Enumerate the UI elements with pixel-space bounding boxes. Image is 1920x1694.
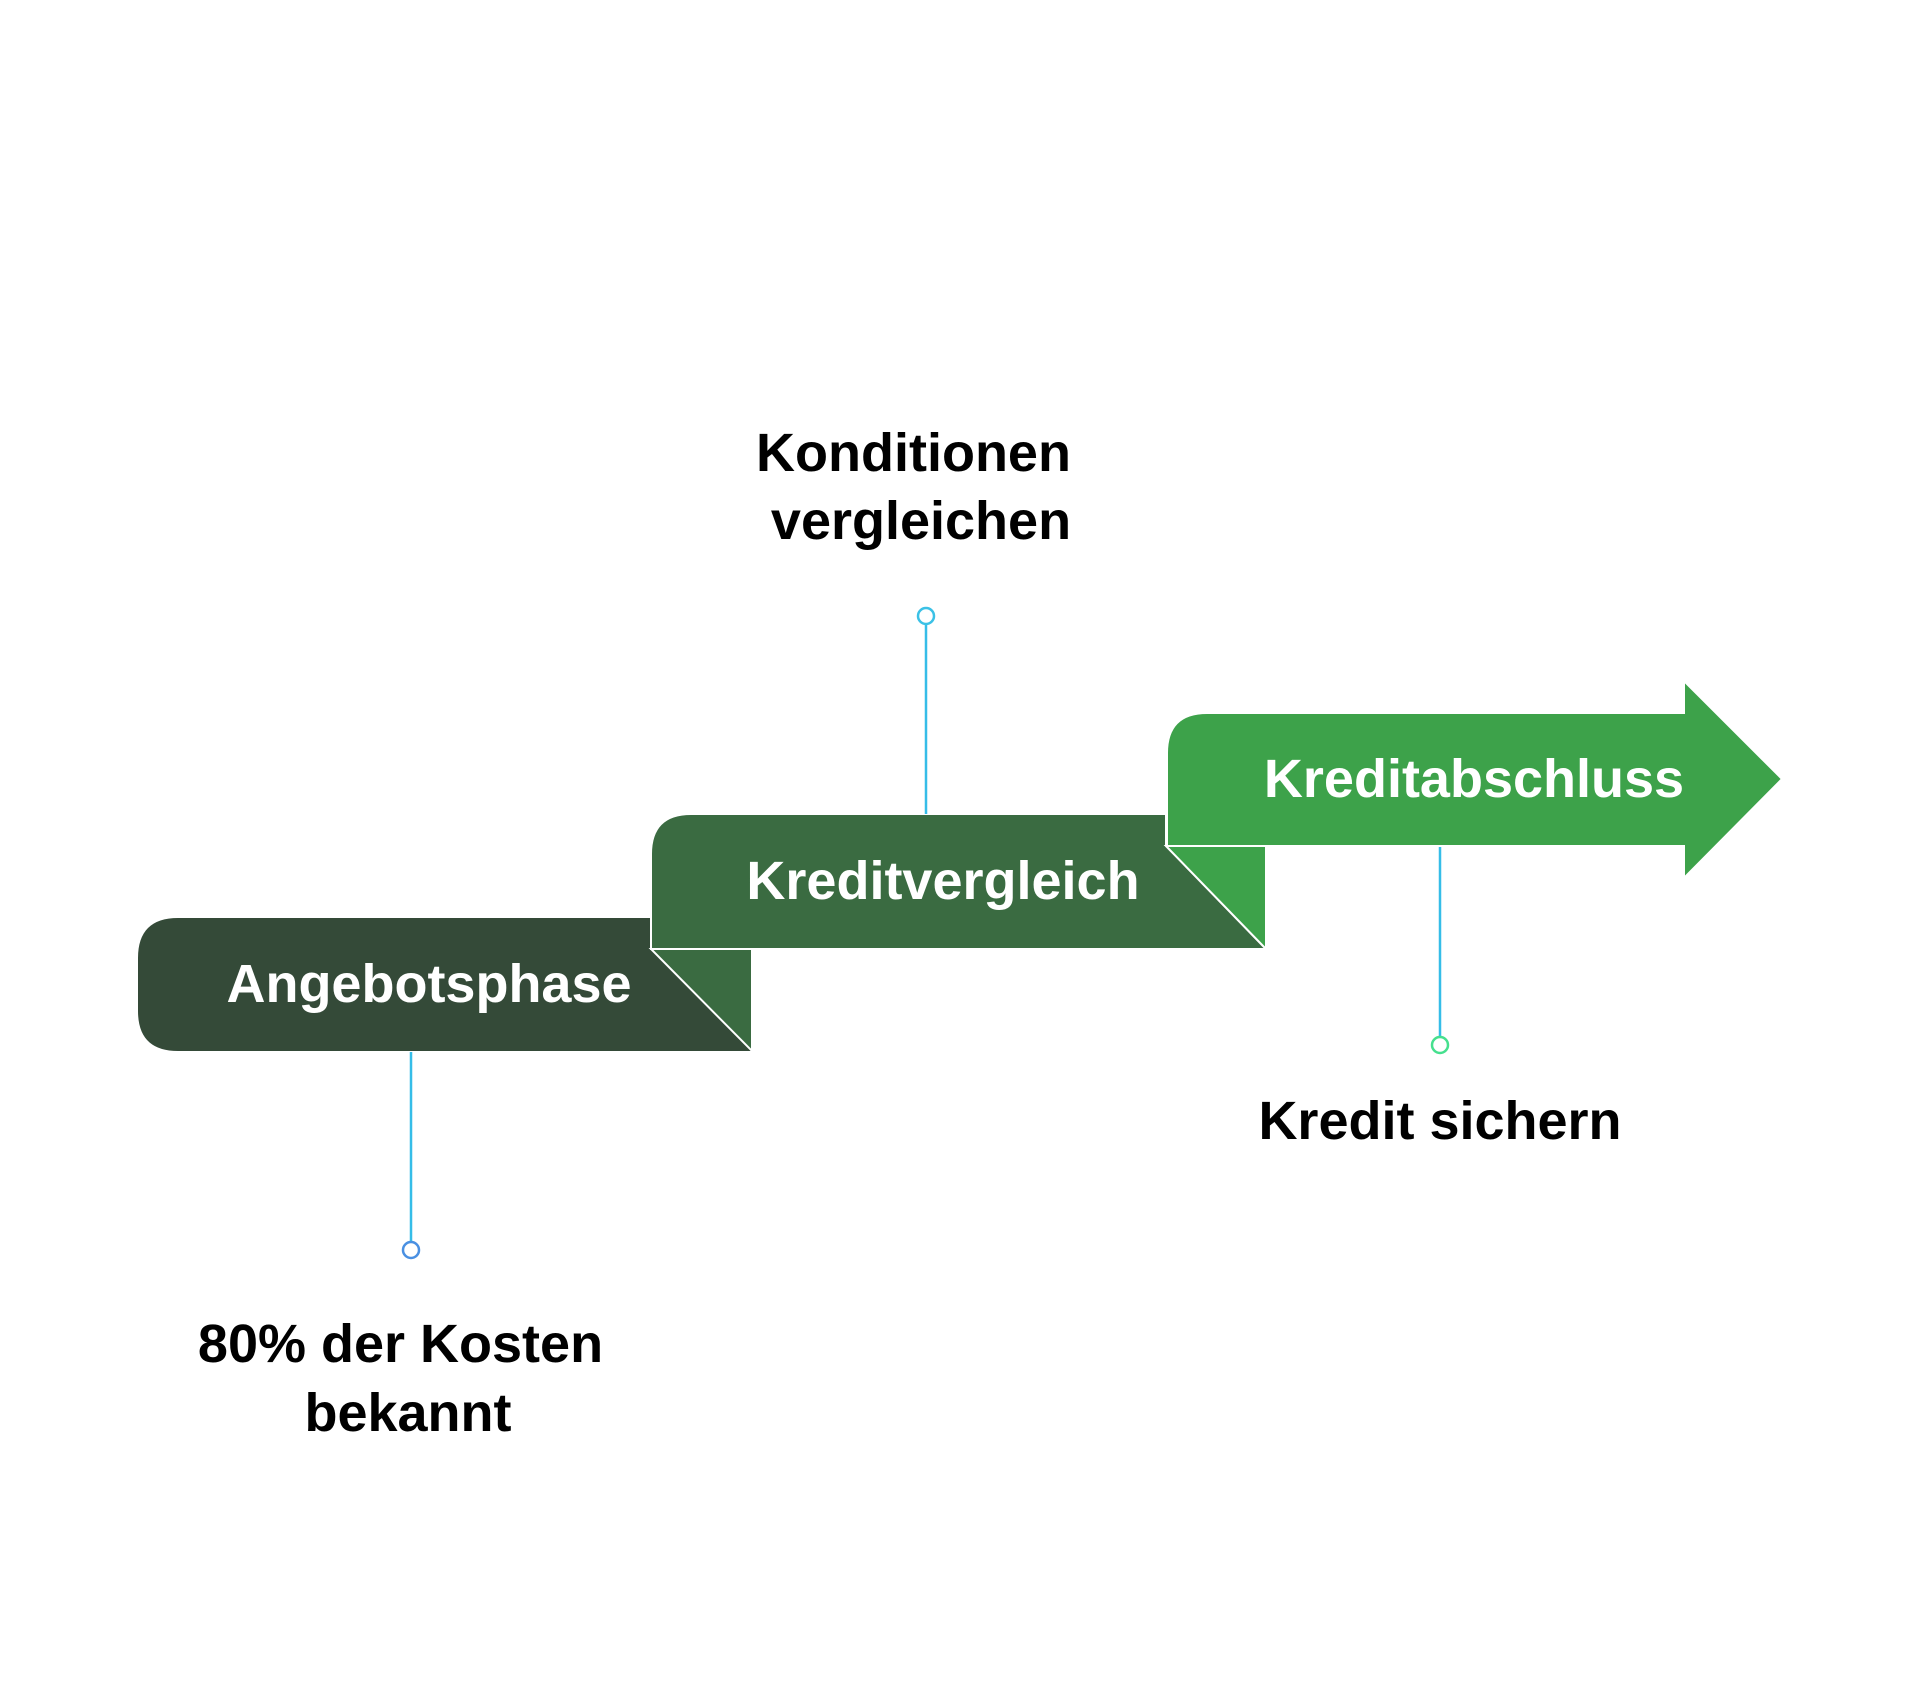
connector-3 [1430, 847, 1450, 1055]
step-1-box [138, 918, 752, 1051]
step-1-note: 80% der Kosten bekannt [198, 1314, 618, 1443]
step-3-arrow [1166, 678, 1784, 881]
step-2-note: Konditionen vergleichen [756, 423, 1086, 551]
step-kreditabschluss: Kreditabschluss [1166, 678, 1784, 881]
marker-circle-icon [1430, 1035, 1450, 1055]
step-3-label: Kreditabschluss [1264, 749, 1684, 809]
step-1-label: Angebotsphase [226, 954, 631, 1014]
step-3-note: Kredit sichern [1258, 1091, 1621, 1151]
step-angebotsphase: Angebotsphase [138, 918, 753, 1054]
connector-1 [401, 1052, 421, 1260]
step-2-label: Kreditvergleich [746, 851, 1139, 911]
connector-2 [916, 606, 936, 814]
marker-circle-icon [401, 1240, 421, 1260]
marker-circle-icon [916, 606, 936, 626]
